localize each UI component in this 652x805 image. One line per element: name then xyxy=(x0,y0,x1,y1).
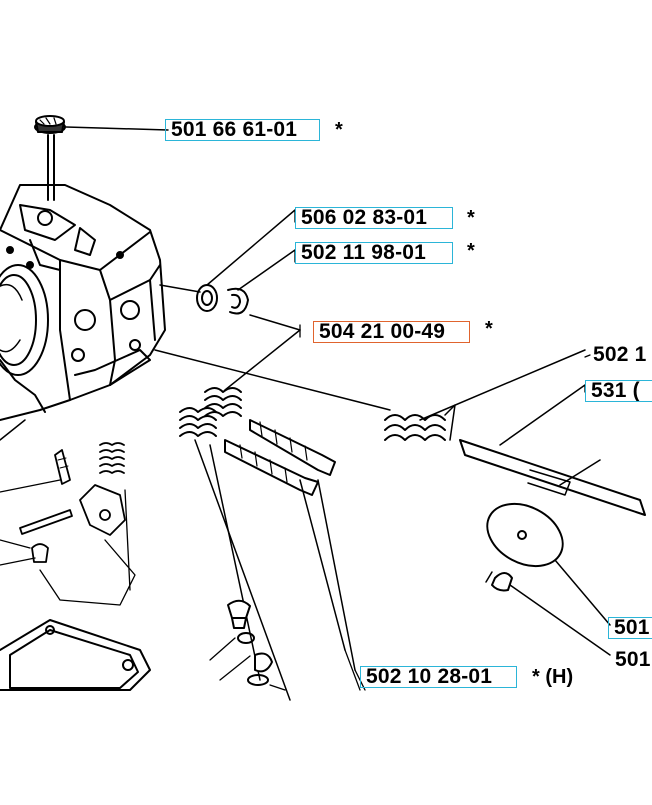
top-knurled-screw xyxy=(34,115,169,201)
part-note-asterisk: * xyxy=(467,240,475,262)
throttle-valve-disc xyxy=(485,502,611,656)
part-label-501-66-61-01[interactable]: 501 66 61-01 xyxy=(165,119,320,141)
part-note-asterisk: * xyxy=(335,119,343,141)
mixture-springs xyxy=(179,329,301,437)
throttle-spring-and-shaft xyxy=(154,349,646,516)
part-label-502-11-98-01[interactable]: 502 11 98-01 xyxy=(295,242,453,264)
leader-lines xyxy=(294,209,591,691)
part-label-501-a[interactable]: 501 xyxy=(608,617,652,639)
part-note-asterisk: * xyxy=(485,318,493,340)
part-note-h: * (H) xyxy=(532,666,574,688)
mixture-needles xyxy=(194,419,356,701)
part-label-502-10-28-01[interactable]: 502 10 28-01 xyxy=(360,666,517,688)
part-note-asterisk: * xyxy=(467,207,475,229)
part-label-504-21-00-49[interactable]: 504 21 00-49 xyxy=(313,321,470,343)
part-label-502-1[interactable]: 502 1 xyxy=(593,345,647,366)
carburetor-body xyxy=(0,184,166,441)
part-label-506-02-83-01[interactable]: 506 02 83-01 xyxy=(295,207,453,229)
part-label-531[interactable]: 531 ( xyxy=(585,380,652,402)
washer-and-clip xyxy=(159,209,301,331)
bottom-cover-and-screws xyxy=(0,599,286,691)
part-label-501-b[interactable]: 501 xyxy=(615,650,651,671)
lever-assembly xyxy=(0,442,136,606)
